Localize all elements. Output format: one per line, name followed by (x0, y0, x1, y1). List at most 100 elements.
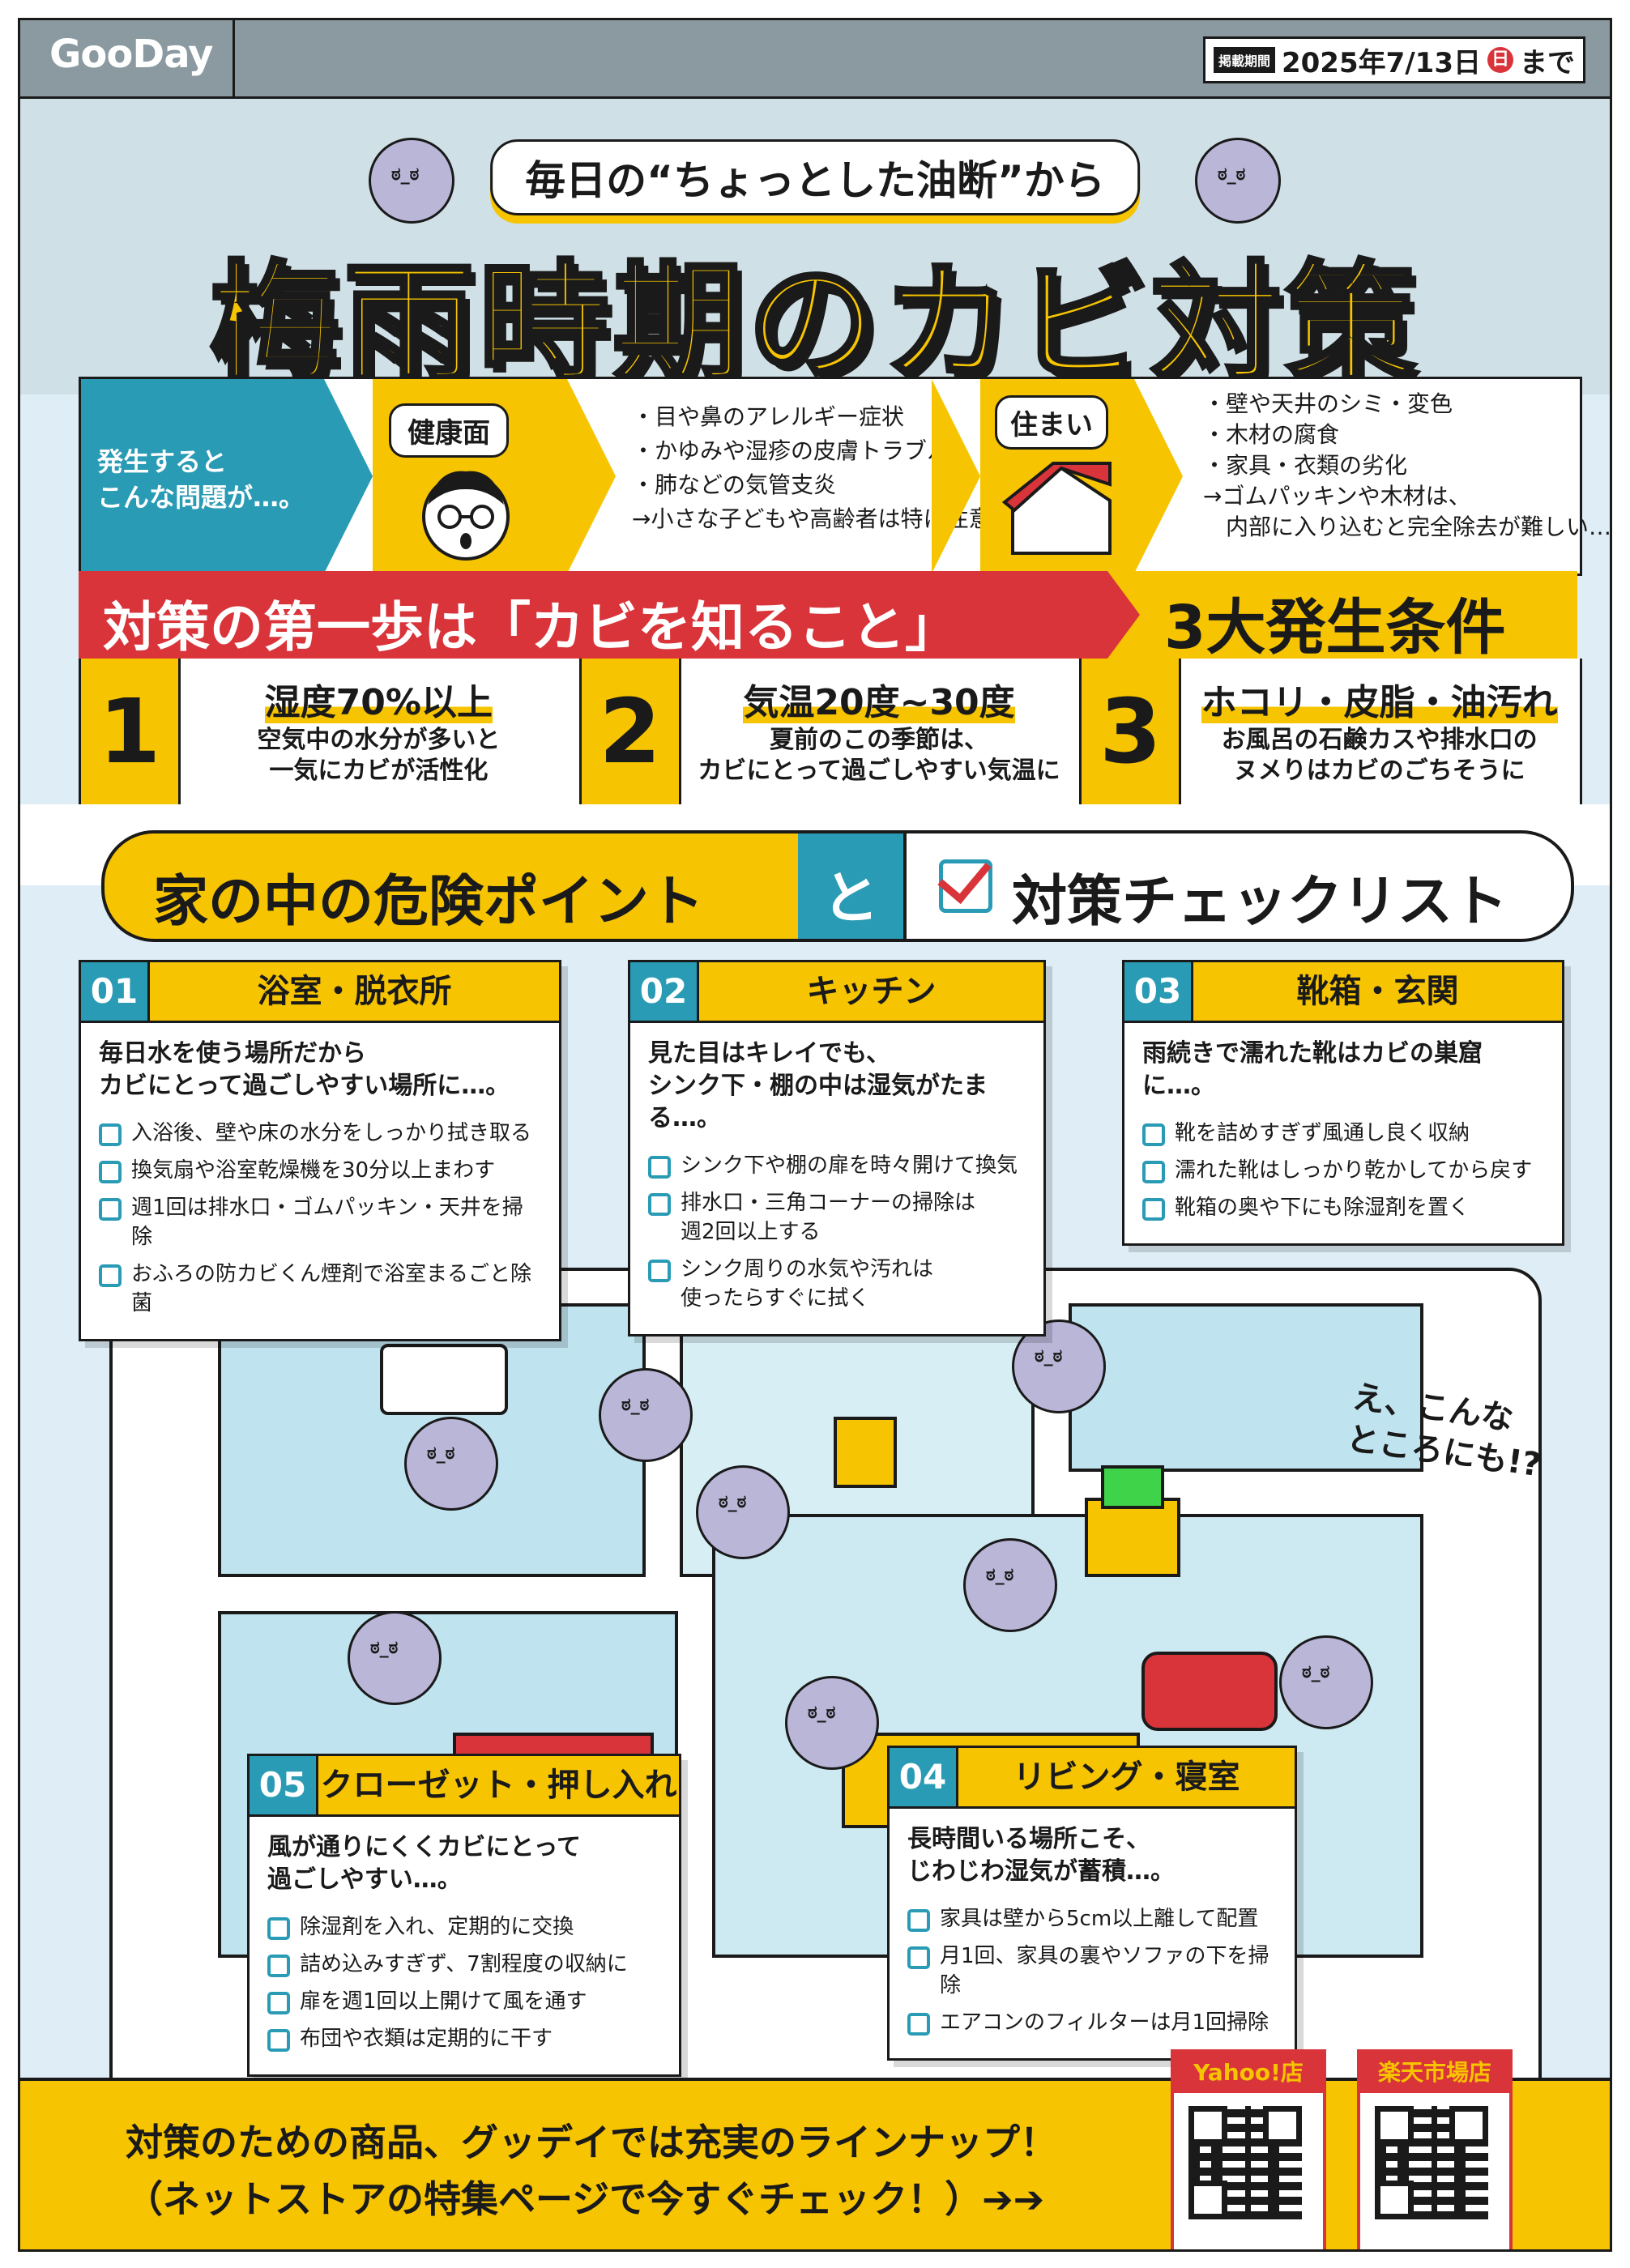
mold-character-icon: ಠ_ಠ (599, 1368, 693, 1462)
house-icon (1001, 462, 1112, 555)
home-item: 内部に入り込むと完全除去が難しい…。 (1203, 514, 1612, 540)
chevron-right-icon (324, 379, 373, 573)
conditions-title-block: 3大発生条件 (1107, 571, 1577, 663)
qr-code-icon[interactable] (1375, 2106, 1488, 2219)
checklist-item[interactable]: 入浴後、壁や床の水分をしっかり拭き取る (99, 1119, 541, 1148)
card-number: 01 (81, 962, 150, 1021)
condition-number: 2 (581, 659, 681, 804)
condition-card: 3 ホコリ・皮脂・油汚れ お風呂の石鹸カスや排水口のヌメりはカビのごちそうに (1082, 659, 1580, 804)
checklist-item[interactable]: 靴を詰めすぎず風通し良く収納 (1142, 1119, 1544, 1148)
top-bar: GooDay 掲載期間 2025年7/13日 日 まで (20, 20, 1610, 99)
section-header: 家の中の危険ポイント と 対策チェックリスト (101, 830, 1576, 944)
checklist-item[interactable]: 家具は壁から5cm以上離して配置 (907, 1904, 1277, 1933)
checkbox-icon (939, 859, 992, 913)
condition-card: 2 気温20度~30度 夏前のこの季節は、カビにとって過ごしやすい気温に (581, 659, 1082, 804)
condition-title: 湿度70%以上 (264, 682, 493, 723)
section-left-text: 家の中の危険ポイント (153, 870, 705, 934)
bathtub-icon (380, 1344, 508, 1415)
chevron-right-icon (932, 379, 980, 573)
checklist-item[interactable]: おふろの防カビくん煙剤で浴室まるごと除菌 (99, 1260, 541, 1318)
condition-desc: ヌメりはカビのごちそうに (1233, 757, 1525, 785)
problems-intro-block: 発生すると こんな問題が…。 (81, 379, 324, 573)
checklist-item[interactable]: 月1回、家具の裏やソファの下を掃除 (907, 1942, 1277, 2000)
home-item: ・木材の腐食 (1203, 421, 1340, 448)
qr-code-icon[interactable] (1188, 2106, 1302, 2219)
card-lead: 見た目はキレイでも、 シンク下・棚の中は湿気がたまる…。 (648, 1039, 988, 1132)
home-list: ・壁や天井のシミ・変色 ・木材の腐食 ・家具・衣類の劣化 →ゴムパッキンや木材は… (1203, 389, 1612, 543)
card-lead: 毎日水を使う場所だから カビにとって過ごしやすい場所に…。 (99, 1039, 510, 1100)
checklist-item[interactable]: シンク周りの水気や汚れは 使ったらすぐに拭く (648, 1255, 1026, 1313)
first-step-banner: 対策の第一歩は「カビを知ること」 (79, 571, 1107, 659)
condition-desc: 一気にカビが活性化 (269, 757, 489, 785)
condition-desc: 空気中の水分が多いと (257, 726, 501, 754)
card-number: 04 (890, 1748, 958, 1806)
card-number: 03 (1124, 962, 1193, 1021)
cta-line-2[interactable]: （ネットストアの特集ページで今すぐチェック！）➔➔ (126, 2177, 1045, 2221)
condition-desc: お風呂の石鹸カスや排水口の (1221, 726, 1538, 754)
checklist-item[interactable]: シンク下や棚の扉を時々開けて換気 (648, 1151, 1026, 1180)
period-suffix: まで (1520, 46, 1575, 79)
home-item: ・壁や天井のシミ・変色 (1203, 390, 1453, 417)
chevron-right-icon (1134, 379, 1183, 573)
checklist-item[interactable]: 詰め込みすぎず、7割程度の収納に (267, 1950, 661, 1979)
home-item: ・家具・衣類の劣化 (1203, 452, 1408, 479)
checklist-item[interactable]: エアコンのフィルターは月1回掃除 (907, 2008, 1277, 2037)
checklist-item[interactable]: 布団や衣類は定期的に干す (267, 2024, 661, 2053)
period-date: 2025年7/13日 (1281, 46, 1481, 79)
checklist-item[interactable]: 除湿剤を入れ、定期的に交換 (267, 1912, 661, 1942)
mold-character-icon: ಠ_ಠ (369, 138, 454, 224)
checklist-item[interactable]: 扉を週1回以上開けて風を通す (267, 1987, 661, 2016)
card-title: キッチン (699, 962, 1043, 1021)
checklist-item[interactable]: 濡れた靴はしっかり乾かしてから戻す (1142, 1156, 1544, 1185)
conditions-title: 3大発生条件 (1164, 593, 1506, 663)
divider (233, 20, 235, 96)
checklist-item[interactable]: 換気扇や浴室乾燥機を30分以上まわす (99, 1156, 541, 1185)
sunday-badge: 日 (1487, 47, 1513, 73)
health-item: ・肺などの気管支炎 (632, 471, 837, 498)
checklist-item[interactable]: 週1回は排水口・ゴムパッキン・天井を掃除 (99, 1193, 541, 1251)
mold-character-icon: ಠ_ಠ (785, 1676, 879, 1770)
card-number: 02 (630, 962, 699, 1021)
rakuten-store-qr[interactable]: 楽天市場店 (1357, 2049, 1513, 2249)
health-item: ・目や鼻のアレルギー症状 (632, 403, 905, 430)
cta-line-1: 対策のための商品、グッデイでは充実のラインナップ！ (126, 2121, 1057, 2164)
period-tag: 掲載期間 (1213, 47, 1275, 73)
problems-intro: 発生すると こんな問題が…。 (97, 446, 305, 513)
page-title: 梅雨時期のカビ対策 (207, 246, 1420, 402)
condition-title: ホコリ・皮脂・油汚れ (1201, 682, 1558, 723)
condition-number: 1 (81, 659, 181, 804)
card-number: 05 (250, 1756, 318, 1814)
checklist-item[interactable]: 排水口・三角コーナーの掃除は 週2回以上する (648, 1188, 1026, 1247)
chevron-right-icon (1107, 571, 1140, 659)
home-label: 住まい (995, 395, 1108, 450)
section-right: 対策チェックリスト (903, 830, 1574, 942)
checklist-item[interactable]: 靴箱の奥や下にも除湿剤を置く (1142, 1193, 1544, 1222)
condition-number: 3 (1082, 659, 1182, 804)
health-label: 健康面 (389, 403, 509, 458)
section-left: 家の中の危険ポイント (101, 830, 804, 942)
mold-character-icon: ಠ_ಠ (404, 1417, 498, 1511)
card-lead: 雨続きで濡れた靴はカビの巣窟に…。 (1142, 1039, 1483, 1100)
card-lead: 長時間いる場所こそ、 じわじわ湿気が蓄積…。 (907, 1825, 1175, 1886)
poster: GooDay 掲載期間 2025年7/13日 日 まで ಠ_ಠ ಠ_ಠ 毎日の“… (18, 18, 1612, 2252)
hero-subtitle: 毎日の“ちょっとした油断”から (490, 139, 1140, 215)
store-label: 楽天市場店 (1360, 2053, 1509, 2093)
hero: ಠ_ಠ ಠ_ಠ 毎日の“ちょっとした油断”から 梅雨時期のカビ対策 (20, 99, 1610, 402)
condition-card: 1 湿度70%以上 空気中の水分が多いと一気にカビが活性化 (81, 659, 582, 804)
armchair-icon (1141, 1652, 1278, 1731)
yahoo-store-qr[interactable]: Yahoo!店 (1171, 2049, 1326, 2249)
mold-character-icon: ಠ_ಠ (348, 1611, 442, 1705)
problems-panel: 発生すると こんな問題が…。 健康面 ・目や鼻のアレルギー症状 ・かゆみや湿疹の… (79, 377, 1610, 576)
tv-stand-icon (1085, 1498, 1180, 1577)
home-block: 住まい (980, 379, 1134, 573)
mold-character-icon: ಠ_ಠ (696, 1465, 790, 1559)
first-step-text: 対策の第一歩は「カビを知ること」 (103, 596, 958, 659)
sink-icon (834, 1417, 897, 1488)
worried-person-icon (422, 471, 510, 561)
gooday-logo[interactable]: GooDay (49, 32, 213, 77)
